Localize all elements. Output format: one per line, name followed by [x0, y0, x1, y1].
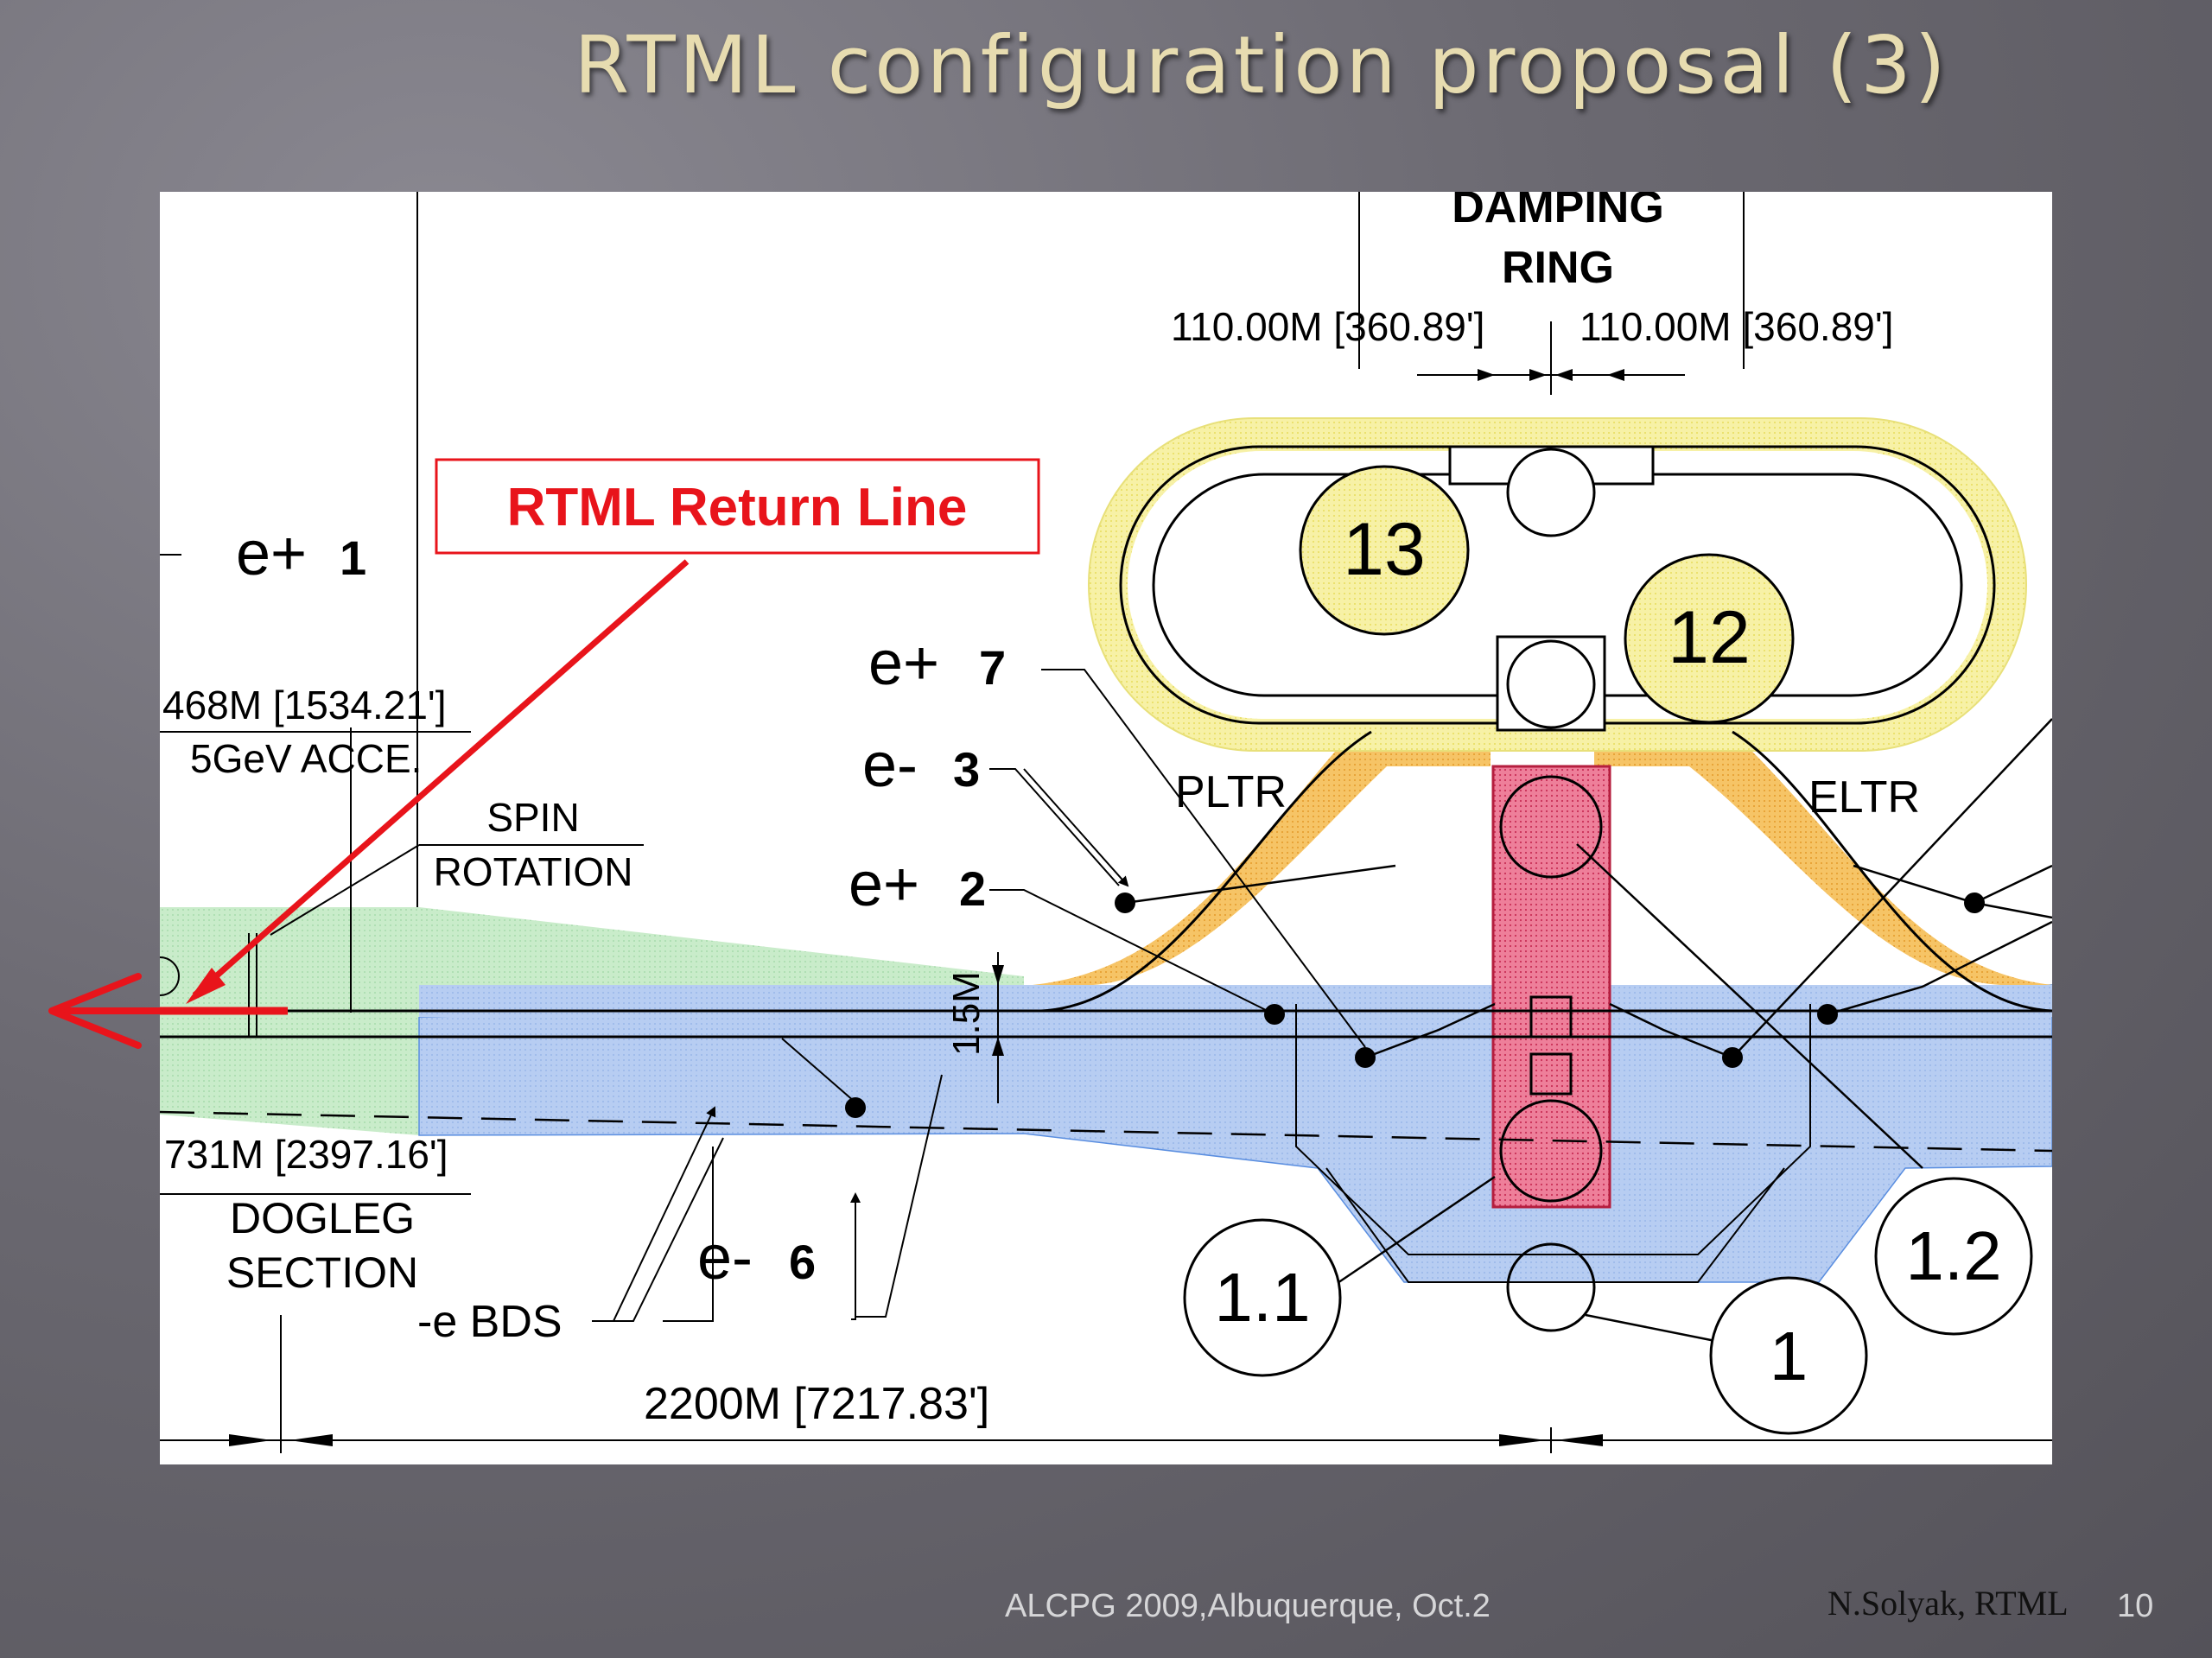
e-minus-6-prefix: e-: [697, 1223, 753, 1293]
e-plus-2-num: 2: [959, 861, 986, 916]
section-circle-upper: [1499, 775, 1603, 879]
accel-label: 5GeV ACCE.: [190, 736, 422, 781]
section-box-2: [1529, 1052, 1573, 1096]
offset-label: 1.5M: [945, 971, 988, 1056]
return-line-pointer: [192, 559, 690, 998]
e-plus-7-num: 7: [979, 640, 1006, 695]
e-plus-1-num: 1: [340, 530, 366, 585]
pltr-beam: [1040, 730, 1372, 1013]
return-line-label-box: [435, 458, 1040, 555]
hall-outline-inner: [1325, 1167, 1785, 1283]
dogleg-dashed: [160, 1110, 2052, 1153]
return-line-pointer-head: [186, 968, 226, 1004]
dim-right-label: 110.00M [360.89']: [1580, 304, 1893, 349]
leader-bds: [592, 1106, 716, 1322]
damping-ring-title-2: RING: [1502, 243, 1614, 293]
return-arrow: [48, 973, 173, 1049]
element-1-label: 1: [1770, 1318, 1808, 1394]
element-12-label: 12: [1668, 596, 1751, 679]
element-1-2: [1874, 1177, 2033, 1336]
bds-label: -e BDS: [417, 1297, 563, 1347]
total-length: 2200M [7217.83']: [644, 1379, 989, 1429]
pltr-label: PLTR: [1175, 767, 1287, 817]
element-13: [1299, 465, 1470, 636]
leader-e-minus-3-arrow: [1023, 768, 1129, 887]
ring-element-bottom: [1506, 639, 1596, 729]
element-1-1: [1183, 1218, 1342, 1377]
footer-conference: ALCPG 2009,Albuquerque, Oct.2: [1005, 1588, 1491, 1624]
e-plus-7-prefix: e+: [868, 629, 939, 698]
e-plus-1-prefix: e+: [236, 519, 307, 588]
node-connectors: [1124, 718, 2052, 1343]
slide-title: RTML configuration proposal (3): [574, 19, 1949, 111]
element-13-label: 13: [1343, 508, 1426, 591]
ring-element-top: [1506, 448, 1596, 537]
element-1-2-label: 1.2: [1905, 1217, 2001, 1294]
hall-outline-left: [1295, 1004, 1811, 1255]
eltr-beam: [1732, 730, 2052, 1013]
accel-length: 468M [1534.21']: [162, 683, 446, 727]
left-edge-element: [160, 956, 180, 996]
rtml-layout-diagram: RTML Return Line 13 12 1.1 1.2 1 DAMPING…: [160, 192, 2052, 1464]
e-minus-6-num: 6: [789, 1235, 816, 1289]
element-1: [1709, 1276, 1868, 1435]
interaction-circle: [1506, 1242, 1596, 1332]
e-minus-3-prefix: e-: [862, 731, 918, 800]
dogleg-label-1: DOGLEG: [230, 1194, 415, 1242]
offset-arrowheads: [992, 965, 1004, 1056]
element-1-1-label: 1.1: [1214, 1259, 1310, 1336]
dogleg-label-2: SECTION: [226, 1248, 418, 1297]
central-section: [1491, 765, 1611, 1209]
eltr-label: ELTR: [1808, 772, 1920, 823]
spin-label-1: SPIN: [486, 795, 579, 840]
e-plus-2-prefix: e+: [849, 850, 919, 919]
return-line-label: RTML Return Line: [507, 478, 968, 537]
spin-leader: [270, 844, 420, 936]
e-minus-3-num: 3: [953, 742, 980, 797]
section-circle-lower: [1499, 1099, 1603, 1203]
dogleg-length: 731M [2397.16']: [164, 1132, 448, 1177]
page-number: 10: [2117, 1588, 2154, 1624]
dogleg-region: [160, 907, 419, 1135]
dim-left-label: 110.00M [360.89']: [1171, 304, 1484, 349]
leader-e-minus-6: [850, 1192, 861, 1320]
eltr-transfer-line: [1594, 732, 2052, 985]
spin-label-2: ROTATION: [434, 849, 633, 894]
pltr-transfer-line: [1033, 732, 1491, 985]
element-12: [1624, 553, 1795, 724]
damping-ring-title-1: DAMPING: [1452, 192, 1664, 232]
footer-author: N.Solyak, RTML: [1827, 1584, 2069, 1623]
